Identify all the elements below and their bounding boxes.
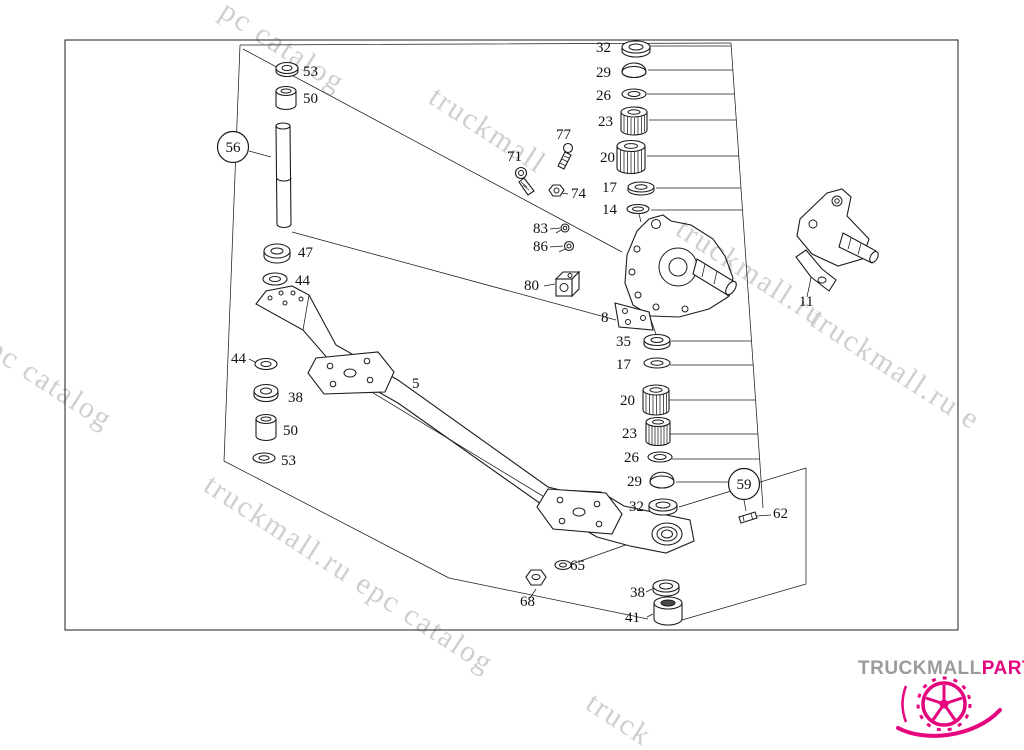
part-label-20: 20: [600, 150, 615, 166]
part-bushing-23-top: [620, 106, 648, 136]
part-ring-26-top: [621, 88, 647, 100]
part-nut-74: [548, 184, 565, 197]
part-axle-beam-5: [255, 285, 695, 554]
part-label-71: 71: [507, 149, 522, 165]
part-label-32: 32: [629, 499, 644, 515]
part-cap-53-lower: [252, 452, 276, 464]
part-washer-17-bottom: [643, 357, 671, 369]
part-washer-17-top: [627, 181, 655, 196]
part-ring-14: [626, 203, 650, 215]
part-bolt-77: [557, 142, 574, 170]
part-label-38: 38: [630, 585, 645, 601]
part-cap-29-bottom: [649, 471, 675, 489]
part-label-29: 29: [596, 65, 611, 81]
callout-label: 59: [737, 477, 752, 493]
part-cap-29-top: [621, 62, 647, 79]
part-label-65: 65: [570, 558, 585, 574]
part-label-20: 20: [620, 393, 635, 409]
callout-circle: [216, 130, 250, 164]
part-ring-35: [643, 333, 671, 351]
part-label-17: 17: [602, 180, 618, 196]
part-label-17: 17: [616, 357, 632, 373]
part-label-68: 68: [520, 594, 535, 610]
part-bushing-50-upper: [275, 85, 297, 111]
part-washer-44-upper: [262, 272, 288, 286]
callout-56: 56: [216, 130, 250, 164]
part-pin-62: [738, 511, 758, 524]
brand-wordmark: TRUCKMALLPARTS: [858, 658, 1024, 680]
part-label-62: 62: [773, 506, 788, 522]
part-valve-80: [554, 270, 581, 298]
construction-lines: [223, 42, 732, 620]
part-ring-26-bottom: [647, 451, 673, 463]
callout-59: 59: [727, 467, 761, 501]
part-bushing-41: [653, 596, 683, 626]
part-label-29: 29: [627, 474, 642, 490]
part-ring-38-left: [253, 383, 279, 403]
leader-lines: [248, 150, 814, 618]
part-cap-53-upper: [275, 61, 299, 78]
part-fitting-83: [555, 223, 570, 234]
part-label-50: 50: [283, 423, 298, 439]
part-bushing-23-bottom: [645, 416, 671, 447]
part-label-44: 44: [231, 351, 247, 367]
part-label-38: 38: [288, 390, 303, 406]
part-label-47: 47: [298, 245, 314, 261]
part-label-83: 83: [533, 221, 548, 237]
part-label-41: 41: [625, 610, 640, 626]
callouts-layer: 56 59: [216, 130, 761, 501]
part-steering-knuckle-8: [614, 214, 737, 331]
part-label-44: 44: [295, 273, 311, 289]
part-bushing-20-bottom: [642, 384, 670, 416]
part-label-26: 26: [624, 450, 640, 466]
part-label-8: 8: [601, 310, 609, 326]
part-label-86: 86: [533, 239, 549, 255]
part-washer-65: [554, 559, 572, 571]
part-fitting-86: [558, 240, 575, 253]
part-label-14: 14: [602, 202, 618, 218]
part-ring-32-top: [621, 40, 651, 58]
part-label-77: 77: [556, 127, 572, 143]
callout-circle: [727, 467, 761, 501]
part-label-23: 23: [598, 114, 613, 130]
part-label-50: 50: [303, 91, 318, 107]
diagram-frame: [64, 39, 959, 631]
part-label-53: 53: [281, 453, 296, 469]
part-nut-68: [525, 569, 547, 586]
part-label-5: 5: [412, 376, 420, 392]
part-washer-47: [263, 243, 291, 264]
part-label-23: 23: [622, 426, 637, 442]
brand-parts: PARTS: [981, 658, 1024, 679]
part-knuckle-assembly-11: [795, 188, 879, 292]
part-washer-44-lower: [254, 357, 278, 371]
brand-wheel-icon: [896, 676, 1002, 738]
part-label-26: 26: [596, 88, 612, 104]
part-ring-32-bottom: [648, 498, 678, 516]
part-label-32: 32: [596, 40, 611, 56]
part-label-53: 53: [303, 64, 318, 80]
callout-label: 56: [226, 140, 242, 156]
part-ring-38-bottom: [652, 579, 680, 597]
part-label-35: 35: [616, 334, 631, 350]
part-label-74: 74: [571, 186, 587, 202]
part-bolt-71: [514, 166, 535, 196]
part-bushing-50-lower: [255, 413, 277, 442]
part-bushing-20-top: [616, 139, 646, 175]
part-kingpin: [275, 122, 292, 229]
part-labels-layer: 5350474444385053577717483868081132292623…: [231, 40, 813, 626]
part-label-80: 80: [524, 278, 539, 294]
brand-truckmall: TRUCKMALL: [858, 658, 982, 679]
part-label-11: 11: [799, 294, 813, 310]
